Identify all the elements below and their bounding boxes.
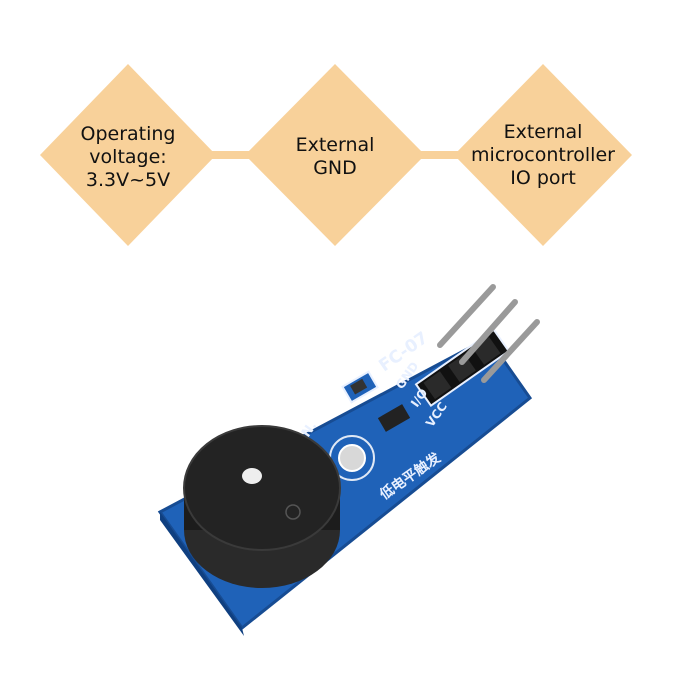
feature-line: External bbox=[296, 134, 375, 156]
feature-external-gnd: External GND bbox=[245, 64, 425, 246]
connector-1-2 bbox=[200, 151, 255, 159]
feature-line: Operating bbox=[81, 123, 176, 145]
feature-line: IO port bbox=[510, 167, 576, 189]
feature-line: External bbox=[504, 121, 583, 143]
feature-line: GND bbox=[313, 157, 357, 179]
buzzer-hole bbox=[242, 468, 262, 484]
buzzer-module-photo: FC-07 GND I/O VCC 低电平触发 N. bbox=[157, 284, 540, 636]
feature-line: voltage: bbox=[89, 146, 166, 168]
pin-header bbox=[414, 328, 511, 407]
buzzer bbox=[183, 425, 341, 588]
feature-line: microcontroller bbox=[471, 144, 615, 166]
feature-operating-voltage: Operating voltage: 3.3V~5V bbox=[40, 64, 216, 246]
connector-2-3 bbox=[415, 151, 465, 159]
feature-line: 3.3V~5V bbox=[86, 169, 170, 191]
feature-io-port: External microcontroller IO port bbox=[454, 64, 632, 246]
transistor bbox=[377, 404, 411, 432]
header-pins bbox=[437, 284, 540, 383]
